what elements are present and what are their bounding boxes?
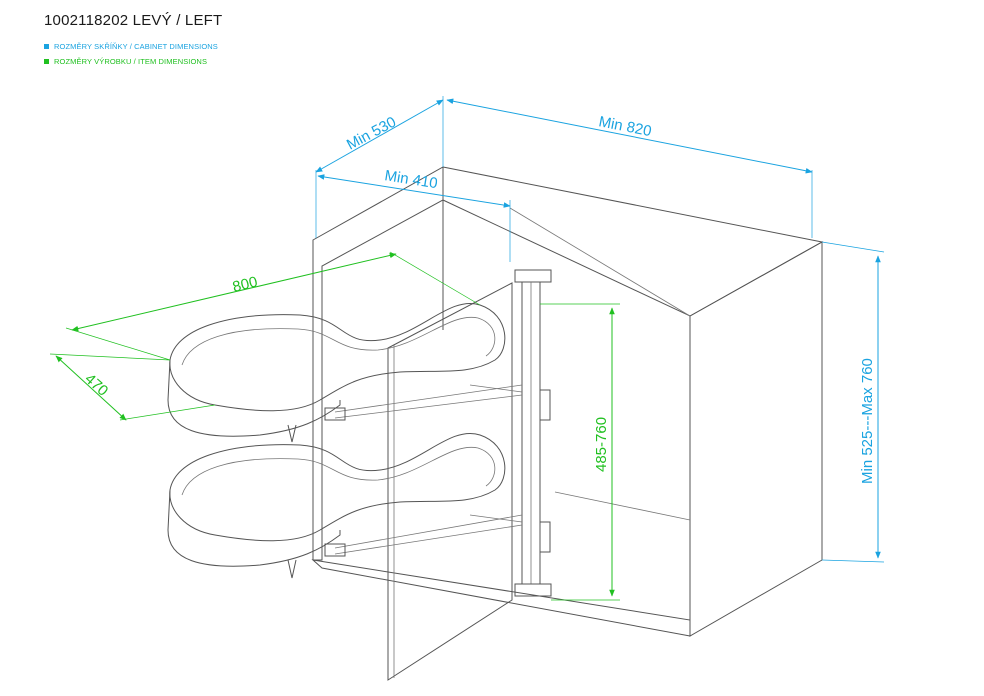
lower-shelf-foot [287, 559, 297, 579]
lower-shelf-hub [324, 543, 346, 557]
header: 1002118202 LEVÝ / LEFT ROZMĚRY SKŘÍŇKY /… [44, 12, 222, 69]
column-clamp-lower [539, 521, 551, 553]
ext-line-bottom [821, 559, 885, 563]
dim-label-cabinet-depth: Min 530 [344, 113, 399, 153]
dim-label-item-height: 485-760 [593, 417, 610, 472]
upper-shelf-inner [181, 316, 496, 366]
dim-line-item-depth [55, 355, 127, 421]
lower-shelf-arm-3 [469, 514, 523, 523]
cabinet-top [442, 166, 824, 317]
cabinet-dimensions: Min 530 Min 820 Min 410 Min 525---Max 76… [315, 96, 885, 563]
upper-shelf-foot [287, 424, 297, 443]
upper-shelf [167, 302, 523, 443]
dim-line-door [317, 174, 511, 208]
cabinet-bottom [311, 559, 691, 637]
legend-cabinet-label: ROZMĚRY SKŘÍŇKY / CABINET DIMENSIONS [54, 42, 218, 51]
column-top-bracket [514, 269, 552, 283]
ext-line-top [821, 241, 885, 253]
column-bottom-bracket [514, 583, 552, 597]
lower-shelf-rim [169, 432, 506, 542]
cabinet-floor-back [554, 491, 691, 521]
legend-cabinet-swatch [44, 44, 49, 49]
upper-shelf-hub [324, 407, 346, 421]
door-panel [387, 282, 513, 681]
product-title: 1002118202 LEVÝ / LEFT [44, 12, 223, 29]
dim-label-item-width: 800 [231, 273, 259, 296]
dim-label-cabinet-height: Min 525---Max 760 [859, 358, 876, 484]
ext-line-item-1 [65, 327, 171, 361]
carousel-column [514, 269, 552, 597]
dim-line-item-width [71, 252, 397, 332]
lower-shelf-arm-1 [334, 514, 523, 549]
upper-shelf-arm-2 [334, 394, 523, 419]
legend-item-label: ROZMĚRY VÝROBKU / ITEM DIMENSIONS [54, 57, 208, 66]
cabinet [311, 166, 824, 637]
cabinet-right-side [689, 241, 823, 637]
legend-cabinet: ROZMĚRY SKŘÍŇKY / CABINET DIMENSIONS [44, 39, 222, 54]
dim-line-depth [315, 99, 444, 173]
item-dimensions: 800 470 485-760 [49, 251, 620, 601]
dim-line-width [446, 98, 813, 174]
upper-shelf-arm-1 [334, 384, 523, 413]
lower-shelf-arm-2 [334, 524, 523, 555]
ext-line-item-2 [389, 251, 481, 306]
lower-shelf-inner [181, 446, 496, 496]
ext-line-item-4 [119, 404, 216, 421]
upper-shelf-arm-3 [469, 384, 523, 393]
dim-label-cabinet-width: Min 820 [597, 113, 653, 140]
column-clamp-upper [539, 389, 551, 421]
upper-shelf-wall [167, 359, 341, 437]
dim-label-item-depth: 470 [81, 370, 111, 399]
cabinet-back-inner [509, 207, 691, 317]
legend-item-swatch [44, 59, 49, 64]
dim-label-door-opening: Min 410 [383, 167, 438, 192]
lower-shelf-wall [167, 489, 341, 567]
cabinet-door [387, 282, 513, 681]
ext-line-item-3 [49, 353, 171, 361]
legend-item: ROZMĚRY VÝROBKU / ITEM DIMENSIONS [44, 54, 222, 69]
lower-shelf [167, 432, 523, 579]
